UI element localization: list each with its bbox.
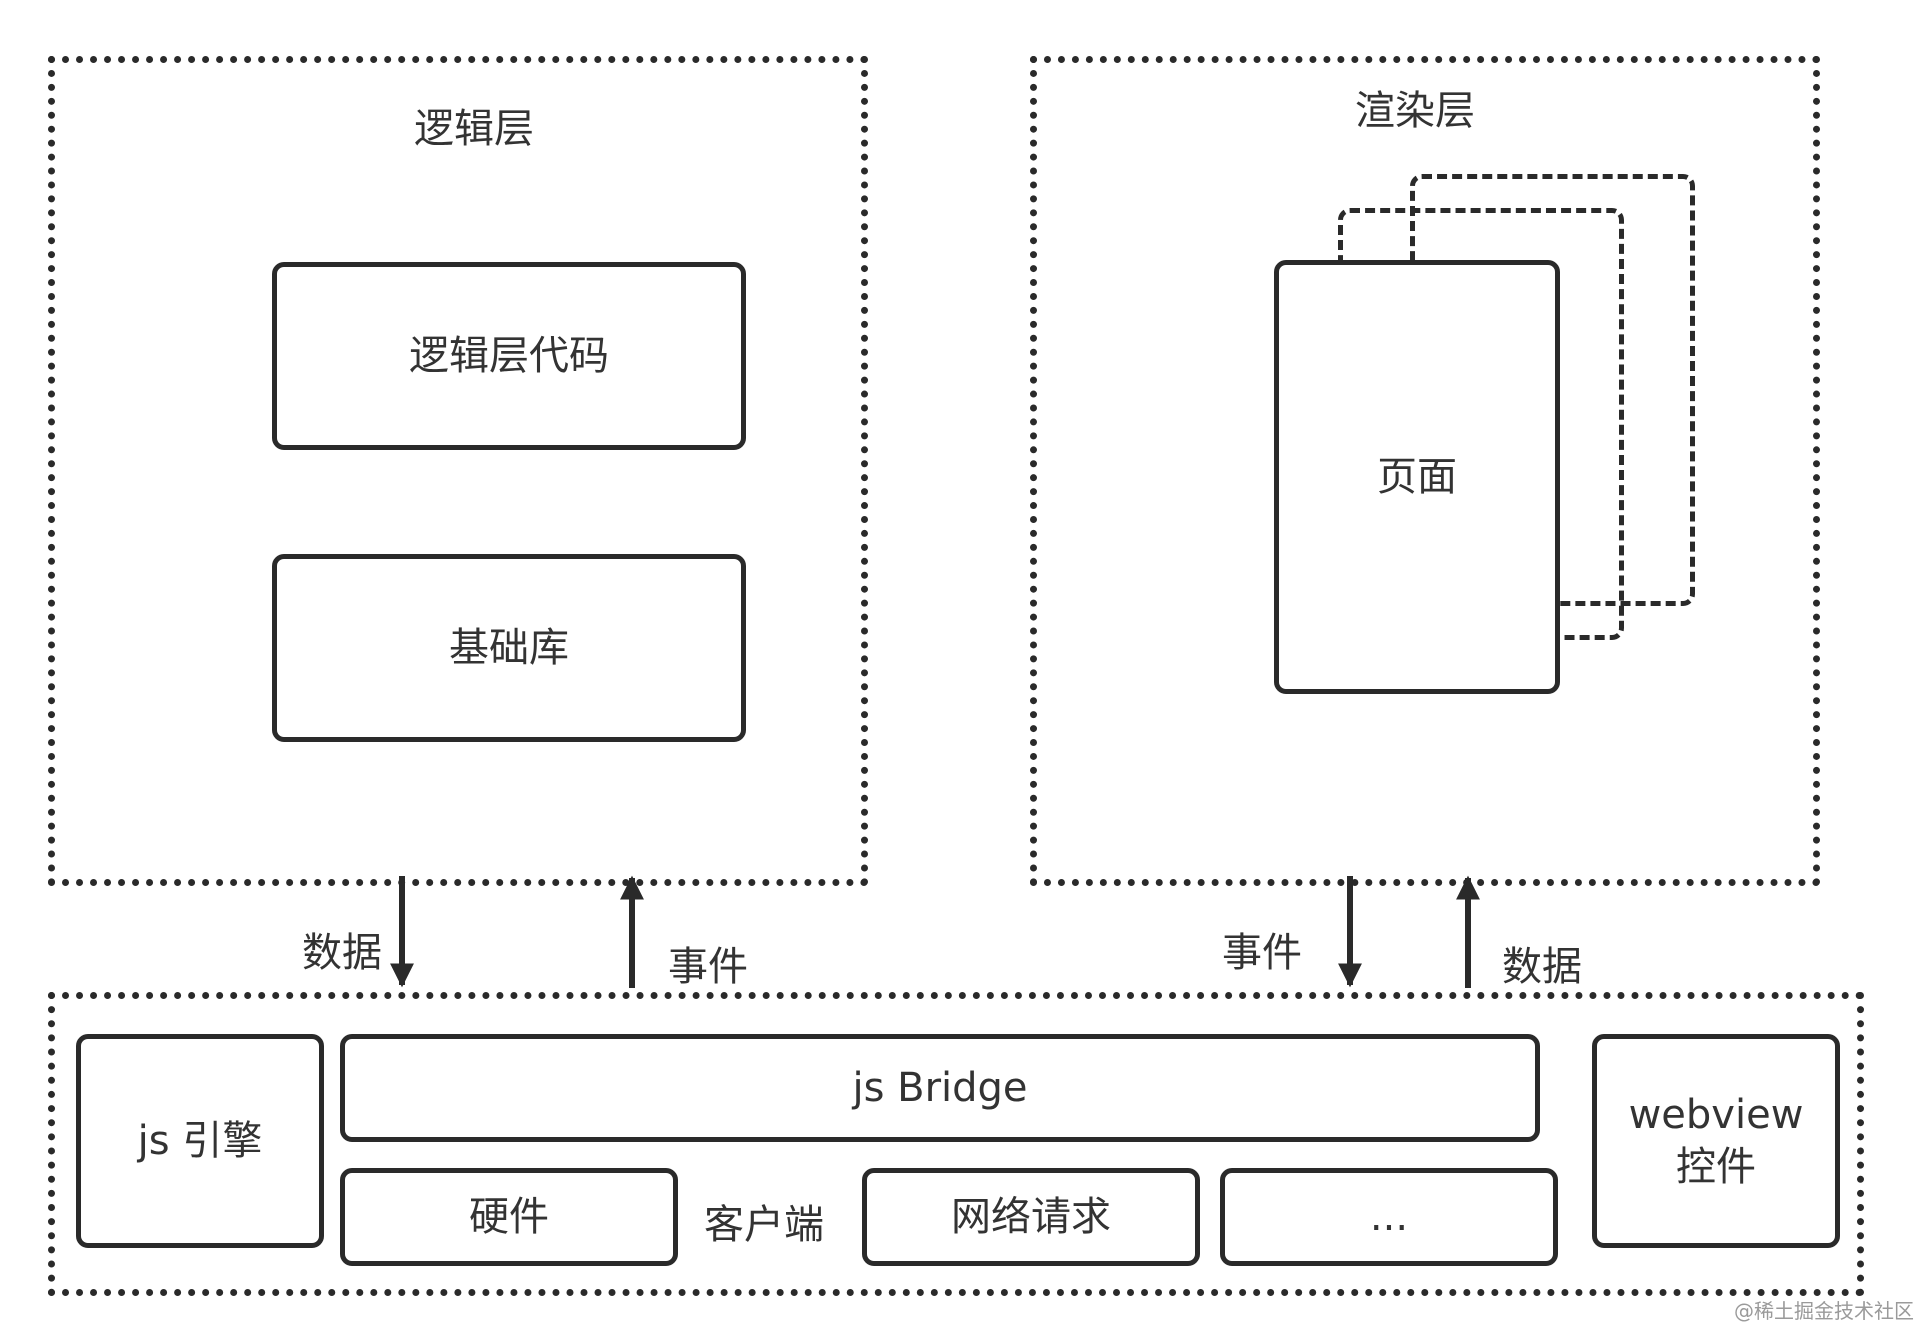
logic-down-label: 数据 [302, 930, 382, 976]
logic-layer-title: 逻辑层 [414, 106, 534, 152]
logic-code-box: 逻辑层代码 [272, 262, 746, 450]
more-box: ... [1220, 1168, 1558, 1266]
logic-layer-container [48, 56, 868, 886]
js-engine-label: js 引擎 [137, 1118, 263, 1164]
more-label: ... [1369, 1194, 1409, 1240]
logic-code-label: 逻辑层代码 [409, 333, 609, 379]
hardware-label: 硬件 [469, 1194, 549, 1240]
render-up-label: 数据 [1502, 944, 1582, 990]
hardware-box: 硬件 [340, 1168, 678, 1266]
network-box: 网络请求 [862, 1168, 1200, 1266]
watermark: @稀土掘金技术社区 [1734, 1299, 1914, 1323]
base-lib-label: 基础库 [449, 625, 569, 671]
js-engine-box: js 引擎 [76, 1034, 324, 1248]
render-layer-container [1030, 56, 1820, 886]
network-label: 网络请求 [951, 1194, 1111, 1240]
page-box: 页面 [1274, 260, 1560, 694]
webview-label-line2: 控件 [1676, 1144, 1756, 1190]
js-bridge-box: js Bridge [340, 1034, 1540, 1142]
render-layer-title: 渲染层 [1355, 88, 1475, 134]
page-label: 页面 [1377, 454, 1457, 500]
render-down-label: 事件 [1222, 930, 1302, 976]
base-lib-box: 基础库 [272, 554, 746, 742]
logic-up-label: 事件 [668, 944, 748, 990]
webview-label-line1: webview [1628, 1092, 1804, 1138]
webview-box: webview 控件 [1592, 1034, 1840, 1248]
client-container [48, 992, 1864, 1296]
js-bridge-label: js Bridge [852, 1065, 1028, 1111]
client-label: 客户端 [704, 1202, 824, 1248]
